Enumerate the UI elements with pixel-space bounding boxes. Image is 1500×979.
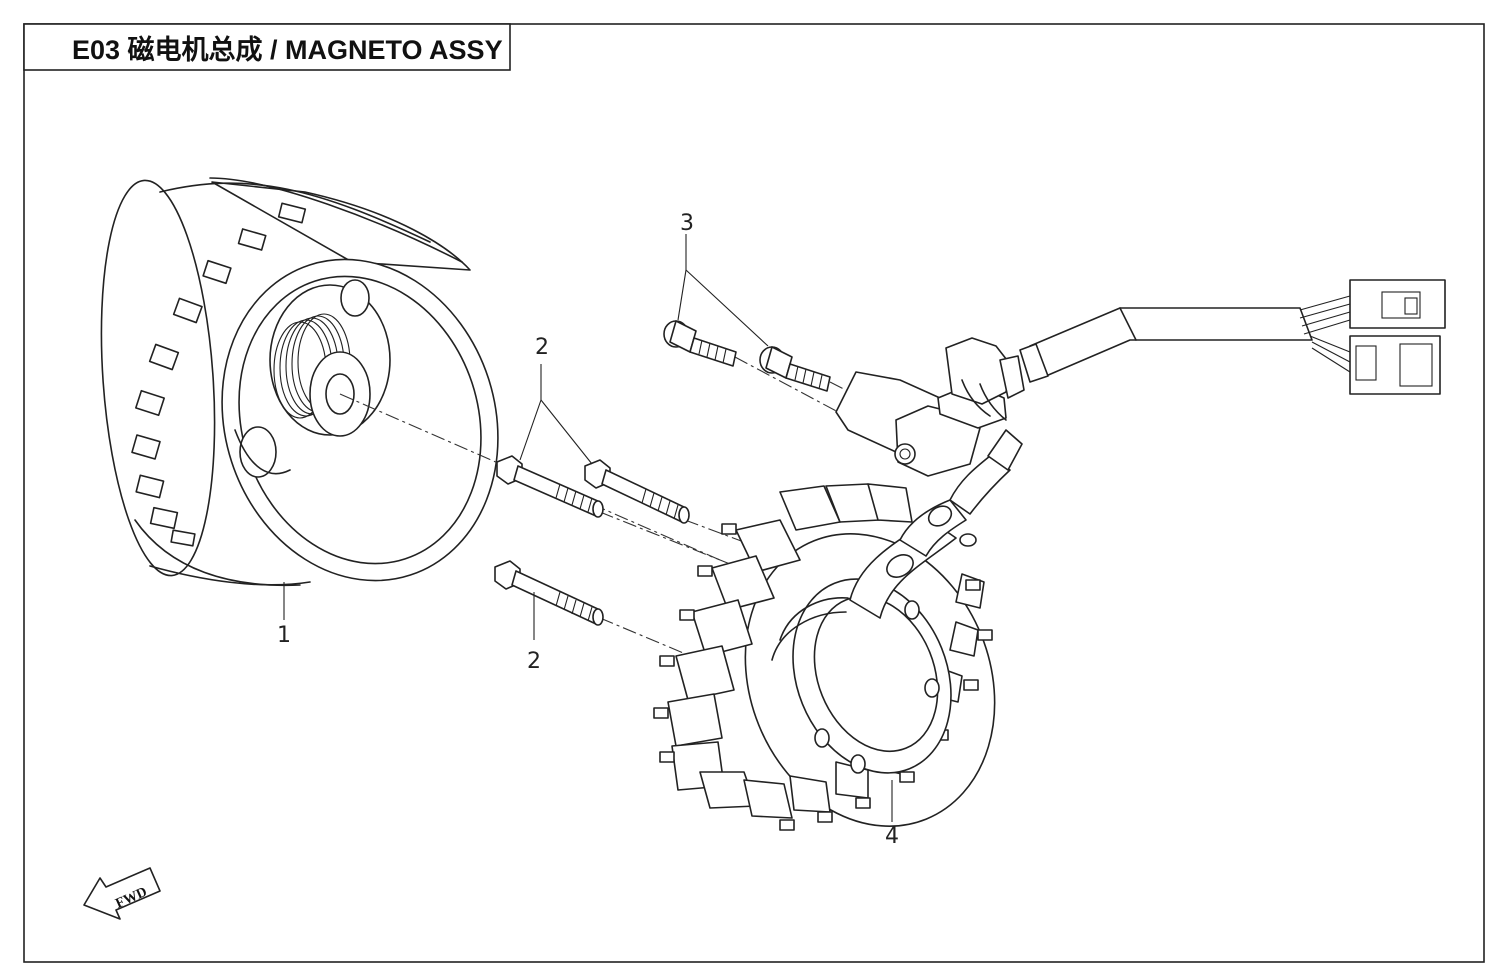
leader-line-3-right xyxy=(685,269,769,347)
wire-grommet xyxy=(945,337,1025,421)
connector-upper xyxy=(1299,279,1446,335)
connector-lower xyxy=(1309,335,1441,395)
bolt-upper-left xyxy=(496,455,604,518)
leader-line-2-upper-b xyxy=(519,399,542,461)
callout-2-lower: 2 xyxy=(527,649,541,674)
bolt-lower xyxy=(494,560,604,626)
stator-assembly xyxy=(653,429,1023,831)
forward-direction-arrow: FWD xyxy=(83,867,161,920)
drawing-frame xyxy=(23,23,1485,963)
screw-left xyxy=(663,320,737,367)
flywheel-rotor xyxy=(100,177,499,587)
magnet-slots xyxy=(131,202,307,547)
bolt-upper-right xyxy=(584,459,690,524)
leader-line-3-left xyxy=(677,269,687,321)
title-box: E03 磁电机总成 / MAGNETO ASSY xyxy=(23,23,511,71)
page-title: E03 磁电机总成 / MAGNETO ASSY xyxy=(72,35,503,65)
leader-line-2-upper-c xyxy=(540,399,593,465)
wiring-harness xyxy=(1019,307,1313,383)
callout-2-upper: 2 xyxy=(535,335,549,360)
callout-1: 1 xyxy=(277,623,291,648)
screw-right xyxy=(759,346,831,392)
callout-4: 4 xyxy=(885,824,899,849)
callout-3: 3 xyxy=(680,211,694,236)
